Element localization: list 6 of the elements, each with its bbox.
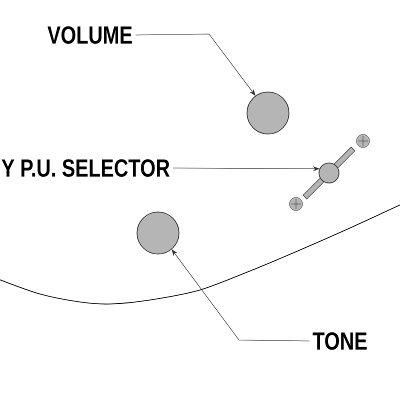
control-knob [136, 212, 180, 254]
control-knob [246, 92, 290, 134]
switch-knob [318, 162, 340, 184]
part-label: TONE [312, 332, 367, 350]
part-label: Y P.U. SELECTOR [2, 159, 170, 177]
part-label: VOLUME [48, 26, 132, 44]
